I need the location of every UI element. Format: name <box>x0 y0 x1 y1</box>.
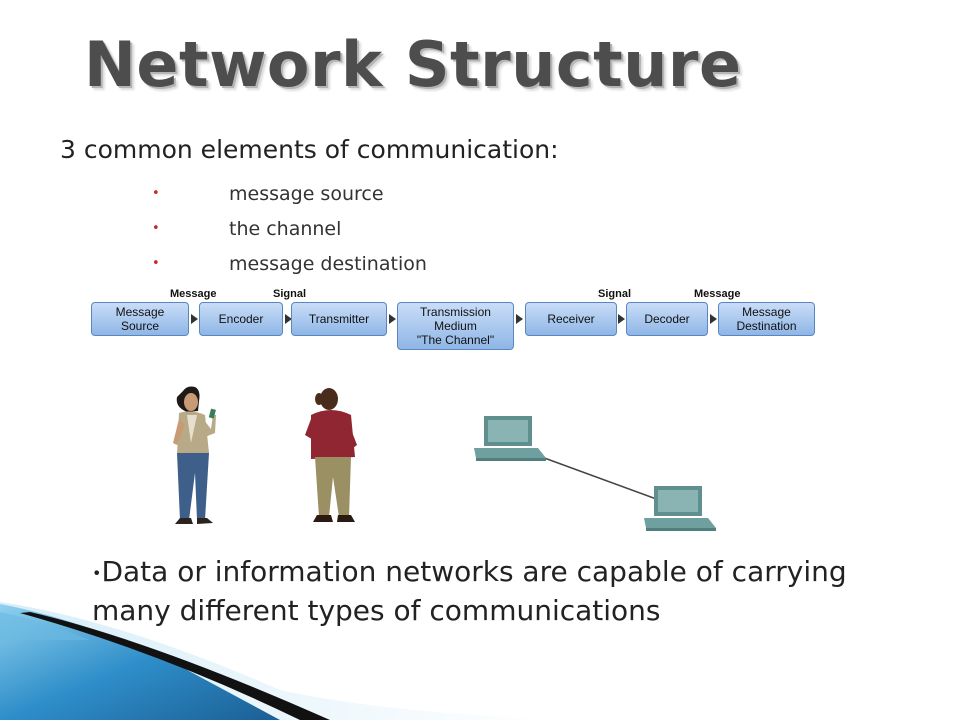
box-text: Receiver <box>547 312 595 326</box>
bullet-text: the channel <box>229 217 342 240</box>
flow-label-signal: Signal <box>273 288 307 300</box>
bullet-text: message destination <box>229 252 427 275</box>
box-text: Destination <box>736 319 797 333</box>
bottom-text: Data or information networks are capable… <box>92 555 847 627</box>
woman-phone-icon <box>173 386 216 524</box>
arrow-icon <box>516 314 523 324</box>
flow-label-message: Message <box>170 288 217 300</box>
list-item: • the channel <box>152 211 427 246</box>
bullet-icon: • <box>152 221 160 236</box>
computer-icon <box>644 486 716 531</box>
list-item: • message destination <box>152 246 427 281</box>
man-phone-icon <box>305 388 357 522</box>
bullet-list: • message source • the channel • message… <box>152 176 427 281</box>
flow-box-decoder: Decoder <box>626 302 708 336</box>
flow-label-signal: Signal <box>598 288 632 300</box>
flow-label-message: Message <box>694 288 741 300</box>
network-computers-icon <box>474 416 716 531</box>
lead-text: 3 common elements of communication: <box>60 135 559 164</box>
bullet-icon: • <box>152 186 160 201</box>
box-text: Source <box>120 319 159 333</box>
box-text: Medium <box>434 319 477 333</box>
box-text: Transmission <box>420 305 491 319</box>
arrow-icon <box>710 314 717 324</box>
bottom-paragraph: •Data or information networks are capabl… <box>92 553 912 629</box>
box-text: Encoder <box>218 312 264 326</box>
flow-box-encoder: Encoder <box>199 302 283 336</box>
list-item: • message source <box>152 176 427 211</box>
box-text: Message <box>742 305 791 319</box>
box-text: "The Channel" <box>416 333 495 347</box>
box-text: Decoder <box>644 312 690 326</box>
box-text: Message <box>115 305 165 319</box>
bullet-icon: • <box>152 256 160 271</box>
computer-icon <box>474 416 546 461</box>
arrow-icon <box>389 314 396 324</box>
flow-box-receiver: Receiver <box>525 302 617 336</box>
bullet-text: message source <box>229 182 384 205</box>
arrow-icon <box>191 314 198 324</box>
box-text: Transmitter <box>308 312 370 326</box>
arrow-icon <box>285 314 292 324</box>
bullet-icon: • <box>92 563 102 583</box>
slide-title: Network Structure <box>84 28 742 101</box>
flow-box-transmitter: Transmitter <box>291 302 387 336</box>
arrow-icon <box>618 314 625 324</box>
